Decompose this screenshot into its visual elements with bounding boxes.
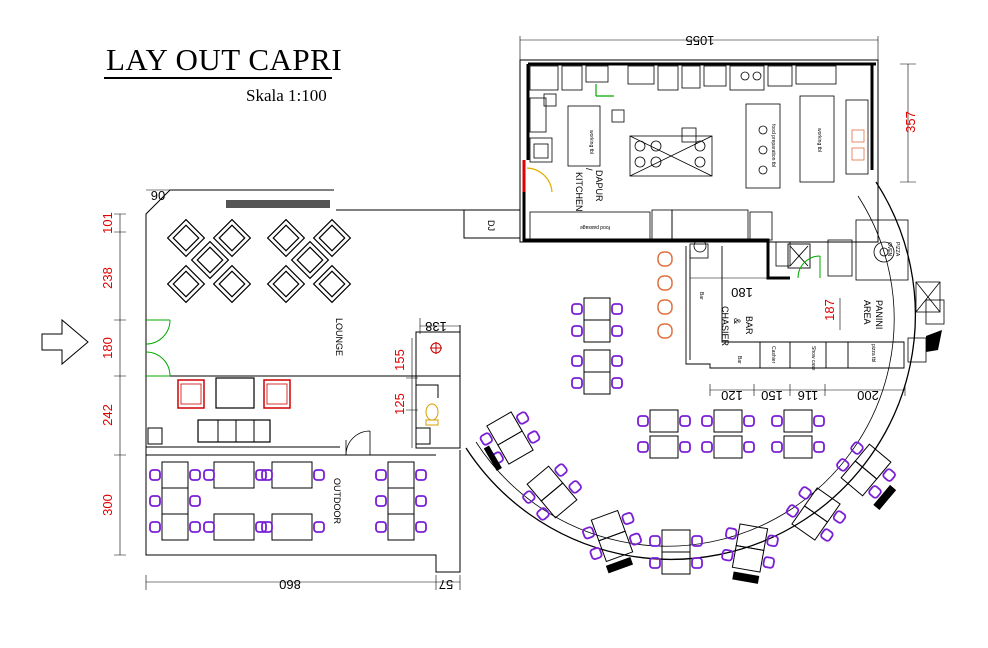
window-bar <box>226 200 330 208</box>
working-tbl-label-2: working tbl <box>816 128 822 152</box>
lounge-seating <box>166 218 352 304</box>
bar-stools <box>657 251 673 339</box>
kitchen-equipment <box>529 65 869 267</box>
panini-label-1: PANINI <box>874 300 884 329</box>
pizza-oven-label-2: OVEN <box>886 242 892 257</box>
dim-wc-125: 125 <box>392 393 407 415</box>
dj-label: DJ <box>486 220 496 231</box>
entrance-arrow-icon <box>41 318 89 366</box>
panini-label-2: AREA <box>862 300 872 325</box>
kitchen-door-swing <box>526 167 553 193</box>
dj-booth <box>463 209 521 239</box>
dim-left-238: 238 <box>100 267 115 289</box>
bar-counter-label-2: Bar <box>736 356 742 364</box>
scale-label: Skala 1:100 <box>246 86 327 105</box>
dim-left-242: 242 <box>100 404 115 426</box>
dim-bar-180: 180 <box>731 285 753 300</box>
bar-door <box>797 255 821 279</box>
dim-bar-187: 187 <box>822 299 837 321</box>
dim-wc-138: 138 <box>425 319 447 334</box>
kitchen-label-2: / <box>584 168 594 171</box>
pizza-oven-label-1: PIZZA <box>894 242 900 257</box>
page-title: LAY OUT CAPRI <box>106 42 343 77</box>
dim-right-height: 357 <box>903 111 918 133</box>
dim-bar-200: 200 <box>857 388 879 403</box>
show-case-label: Show case <box>810 346 816 371</box>
dim-top-width: 1055 <box>686 33 715 48</box>
dim-bottom-860: 860 <box>279 577 301 592</box>
dim-left-101: 101 <box>100 212 115 234</box>
bar-counter <box>685 243 905 369</box>
working-tbl-label: working tbl <box>588 130 594 154</box>
restroom <box>415 331 461 449</box>
kitchen-label-3: KITCHEN <box>574 172 584 212</box>
outdoor-label: OUTDOOR <box>332 478 342 524</box>
lounge-sofa-set <box>147 377 431 445</box>
cashier-label: Cashier <box>770 346 776 364</box>
dim-bar-150: 150 <box>761 388 783 403</box>
dim-bar-120: 120 <box>721 388 743 403</box>
food-passage-label: food passage <box>580 224 610 230</box>
lounge-label: LOUNGE <box>334 318 344 356</box>
dining-tables <box>571 297 825 459</box>
outdoor-tables <box>149 461 427 541</box>
pizza-tbl-label: pizza tbl <box>870 344 876 362</box>
food-prep-tbl-label: food preparation tbl <box>770 124 776 167</box>
outdoor-door <box>345 430 371 456</box>
dim-left-180: 180 <box>100 337 115 359</box>
kitchen-label-1: DAPUR <box>594 170 604 202</box>
dim-left-gap: 06 <box>151 188 165 203</box>
arc-tables <box>479 411 897 584</box>
title-underline <box>104 77 332 79</box>
bar-label-1: BAR <box>744 316 754 335</box>
green-marker <box>595 84 614 97</box>
bar-counter-label: Bar <box>698 292 704 300</box>
dim-left-300: 300 <box>100 494 115 516</box>
bar-label-3: CHASIER <box>720 306 730 347</box>
bar-label-2: & <box>732 318 742 324</box>
dim-wc-155: 155 <box>392 349 407 371</box>
dim-bottom-57: 57 <box>439 577 453 592</box>
entrance-door <box>145 319 171 377</box>
dim-bar-116: 116 <box>798 388 819 403</box>
oven-door-shade <box>926 330 942 352</box>
walls <box>145 59 879 573</box>
